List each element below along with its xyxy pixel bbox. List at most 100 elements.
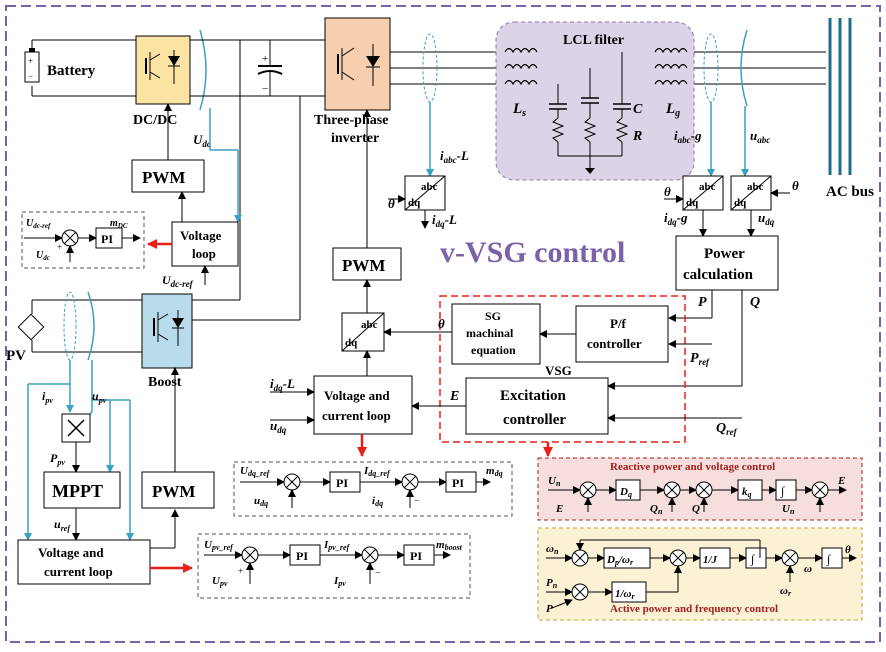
svg-text:machinal: machinal	[466, 326, 514, 340]
svg-text:Udc: Udc	[36, 250, 50, 262]
svg-text:PWM: PWM	[142, 168, 185, 187]
dc-link-capacitor: + −	[257, 40, 283, 96]
svg-text:Un: Un	[548, 475, 561, 488]
svg-text:abc: abc	[421, 181, 438, 193]
svg-text:Qref: Qref	[716, 421, 738, 437]
sg-machinal-equation-block: SG machinal equation	[451, 303, 541, 365]
svg-text:Idq_ref: Idq_ref	[363, 465, 391, 478]
svg-text:current loop: current loop	[322, 408, 391, 423]
svg-text:ω: ω	[804, 563, 812, 575]
svg-text:1/ωr: 1/ωr	[615, 588, 636, 601]
svg-text:−: −	[262, 83, 268, 95]
voltage-current-loop-pv: Voltage and current loop	[17, 539, 151, 585]
svg-text:mdq: mdq	[486, 465, 503, 478]
svg-text:Udc-ref: Udc-ref	[162, 273, 194, 289]
svg-text:E: E	[449, 389, 459, 404]
svg-text:Ipv_ref: Ipv_ref	[323, 539, 350, 552]
svg-text:controller: controller	[587, 336, 642, 351]
diagram-title: v-VSG control	[440, 236, 625, 269]
svg-text:dq: dq	[345, 337, 358, 349]
abc-dq-transform-g: abc dq	[682, 175, 724, 211]
svg-text:Qn: Qn	[650, 503, 663, 516]
pv-panel: PV	[6, 299, 142, 364]
abc-dq-transform-l: abc dq	[404, 175, 446, 211]
excitation-controller-block: Excitation controller	[465, 377, 609, 435]
svg-text:controller: controller	[503, 412, 566, 428]
svg-text:VSG: VSG	[545, 363, 572, 378]
pf-controller-block: P/f controller	[575, 305, 669, 363]
three-phase-inverter: Three-phase inverter	[314, 17, 391, 146]
svg-text:P/f: P/f	[610, 316, 627, 331]
active-panel-title: Active power and frequency control	[610, 603, 778, 615]
svg-text:−: −	[375, 568, 381, 579]
svg-text:PV: PV	[6, 348, 26, 364]
power-calculation-block: Power calculation	[675, 235, 779, 291]
svg-text:Q: Q	[692, 503, 700, 515]
svg-text:Voltage and: Voltage and	[324, 388, 390, 403]
svg-text:Udc: Udc	[193, 132, 211, 149]
svg-text:dq: dq	[408, 197, 421, 209]
svg-text:P: P	[698, 295, 707, 310]
svg-text:Voltage: Voltage	[180, 228, 222, 243]
svg-text:PI: PI	[410, 549, 422, 563]
dcdc-label: DC/DC	[133, 113, 177, 128]
svg-text:Boost: Boost	[148, 375, 182, 390]
svg-text:θ: θ	[845, 544, 851, 556]
svg-text:Three-phase: Three-phase	[314, 113, 388, 128]
svg-text:R: R	[632, 129, 642, 144]
battery: + − Battery	[24, 39, 136, 97]
svg-text:Pref: Pref	[690, 351, 710, 367]
battery-label: Battery	[47, 63, 96, 79]
svg-text:kq: kq	[742, 486, 752, 499]
svg-text:E: E	[555, 503, 563, 515]
svg-text:udq: udq	[270, 418, 287, 435]
svg-text:θ: θ	[438, 316, 445, 331]
svg-text:+: +	[28, 56, 33, 66]
svg-text:udq: udq	[254, 495, 268, 508]
svg-text:equation: equation	[471, 343, 516, 357]
svg-text:uref: uref	[54, 517, 71, 533]
outer-frame	[5, 5, 881, 643]
svg-text:Ppv: Ppv	[50, 451, 65, 467]
svg-text:−: −	[28, 71, 33, 81]
mppt-block: MPPT	[43, 471, 121, 509]
svg-text:θ: θ	[388, 196, 395, 211]
svg-text:Dq: Dq	[619, 486, 632, 499]
dcdc-converter: DC/DC	[133, 35, 191, 128]
dq-abc-transform: abc dq	[341, 312, 385, 352]
svg-text:PI: PI	[296, 549, 308, 563]
svg-text:ωr: ωr	[780, 585, 792, 598]
svg-text:Upv_ref: Upv_ref	[204, 539, 234, 552]
svg-text:ipv: ipv	[42, 389, 53, 405]
svg-text:1/J: 1/J	[703, 554, 718, 566]
boost-converter: Boost	[141, 293, 193, 390]
svg-text:AC bus: AC bus	[826, 184, 874, 200]
svg-text:LCL filter: LCL filter	[563, 33, 624, 48]
svg-text:iabc-L: iabc-L	[440, 148, 469, 165]
svg-text:θ: θ	[792, 178, 799, 193]
svg-text:C: C	[633, 102, 643, 117]
svg-text:SG: SG	[485, 309, 501, 323]
svg-text:E: E	[837, 475, 845, 487]
pwm-inverter: PWM	[332, 247, 402, 281]
svg-text:Ipv: Ipv	[333, 575, 346, 588]
svg-text:mDC: mDC	[110, 218, 128, 230]
svg-text:dq: dq	[734, 197, 747, 209]
svg-text:Voltage and: Voltage and	[38, 545, 104, 560]
svg-text:current loop: current loop	[44, 564, 113, 579]
pwm-boost: PWM	[141, 471, 215, 509]
svg-text:∫: ∫	[826, 552, 831, 566]
svg-text:dq: dq	[686, 197, 699, 209]
svg-text:PI: PI	[452, 476, 464, 490]
svg-text:Ls: Ls	[512, 101, 526, 119]
svg-text:PWM: PWM	[342, 256, 385, 275]
svg-text:∫: ∫	[780, 484, 785, 498]
svg-text:Upv: Upv	[212, 575, 228, 588]
svg-text:abc: abc	[361, 319, 378, 331]
svg-text:inverter: inverter	[331, 131, 379, 146]
dc-pi-box	[21, 211, 145, 269]
svg-text:udq: udq	[758, 210, 775, 227]
svg-text:Power: Power	[704, 246, 745, 262]
udc-sensor	[199, 29, 207, 111]
svg-text:PI: PI	[101, 232, 113, 246]
